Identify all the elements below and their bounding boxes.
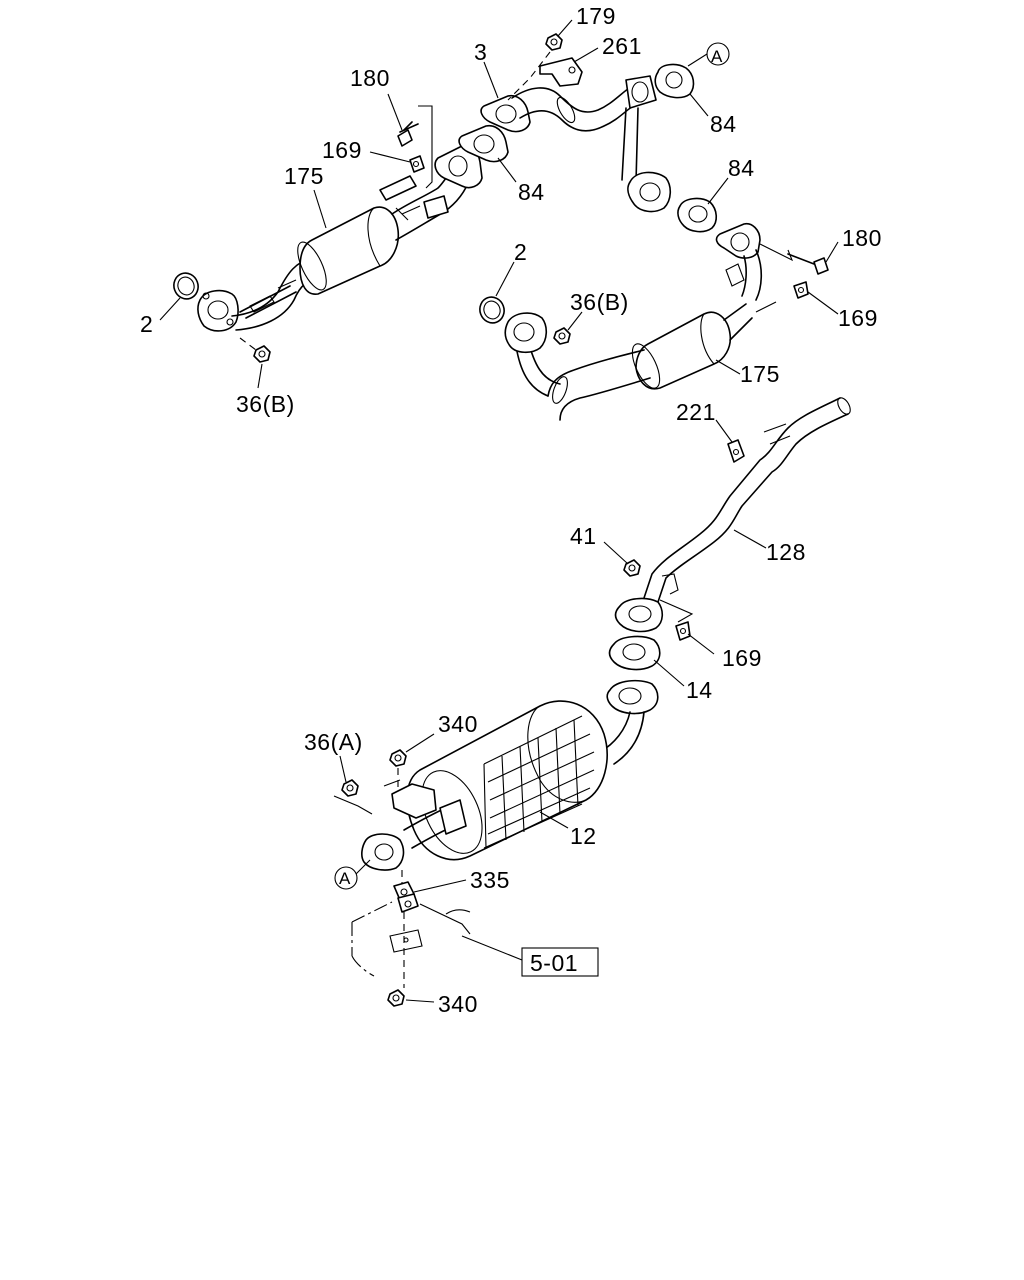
callout-340-top: 340 — [438, 711, 478, 737]
callout-175-left: 175 — [284, 163, 324, 189]
right-front-pipe-assembly — [504, 222, 777, 421]
callout-221: 221 — [676, 399, 716, 425]
callout-2-mid: 2 — [514, 239, 527, 265]
callout-261: 261 — [602, 33, 642, 59]
callout-a-bottom: A — [339, 869, 351, 888]
nut-169-low — [675, 621, 691, 641]
callout-36b-left: 36(B) — [236, 391, 295, 417]
hanger-221 — [727, 439, 745, 463]
callout-84-c: 84 — [728, 155, 755, 181]
nut-169-left — [409, 155, 425, 173]
callout-335: 335 — [470, 867, 510, 893]
nut-340-bottom — [387, 989, 405, 1007]
callout-84-a: 84 — [710, 111, 737, 137]
callout-180-left: 180 — [350, 65, 390, 91]
nut-179 — [545, 33, 563, 51]
gasket-84-center — [458, 124, 509, 163]
left-front-pipe-assembly — [197, 144, 483, 332]
nut-36b-left — [239, 337, 271, 363]
gasket-3 — [480, 94, 531, 133]
callout-a-top: A — [711, 47, 723, 66]
gasket-84-mid-right — [677, 197, 718, 233]
callout-84-b: 84 — [518, 179, 545, 205]
bracket-261 — [539, 57, 583, 87]
frame-5-01 — [351, 901, 471, 988]
gasket-14 — [608, 635, 661, 671]
callout-179: 179 — [576, 3, 616, 29]
callout-175-right: 175 — [740, 361, 780, 387]
ref-circle-a-bottom — [334, 866, 358, 890]
ref-box-5-01 — [521, 947, 599, 977]
callout-128: 128 — [766, 539, 806, 565]
callout-3: 3 — [474, 39, 487, 65]
callout-labels: 179 261 3 A 84 180 169 175 84 84 180 2 2… — [140, 3, 882, 1017]
gasket-2-left — [173, 272, 199, 300]
callout-36a: 36(A) — [304, 729, 363, 755]
callout-36b-mid: 36(B) — [570, 289, 629, 315]
callout-41: 41 — [570, 523, 597, 549]
callout-340-bottom: 340 — [438, 991, 478, 1017]
nut-169-right — [793, 281, 809, 299]
gasket-2-mid — [479, 296, 505, 324]
callout-ref-5-01: 5-01 — [530, 950, 578, 976]
gasket-84-upper-right — [654, 63, 695, 99]
callout-180-right: 180 — [842, 225, 882, 251]
bolt-180-left — [397, 121, 419, 147]
callout-2-left: 2 — [140, 311, 153, 337]
muffler-12 — [361, 679, 659, 871]
leader-lines — [159, 19, 839, 1003]
callout-12: 12 — [570, 823, 597, 849]
nut-36b-mid — [553, 327, 571, 345]
callout-14: 14 — [686, 677, 713, 703]
bolt-180-right — [787, 253, 829, 275]
callout-169-left: 169 — [322, 137, 362, 163]
callout-169-right: 169 — [838, 305, 878, 331]
nut-340-top — [389, 749, 407, 790]
hanger-335 — [393, 870, 419, 913]
callout-169-low: 169 — [722, 645, 762, 671]
y-pipe-upper — [511, 75, 672, 213]
ref-circle-a-top — [706, 42, 730, 66]
nut-36a — [333, 779, 373, 815]
tail-pipe-128 — [614, 397, 851, 633]
